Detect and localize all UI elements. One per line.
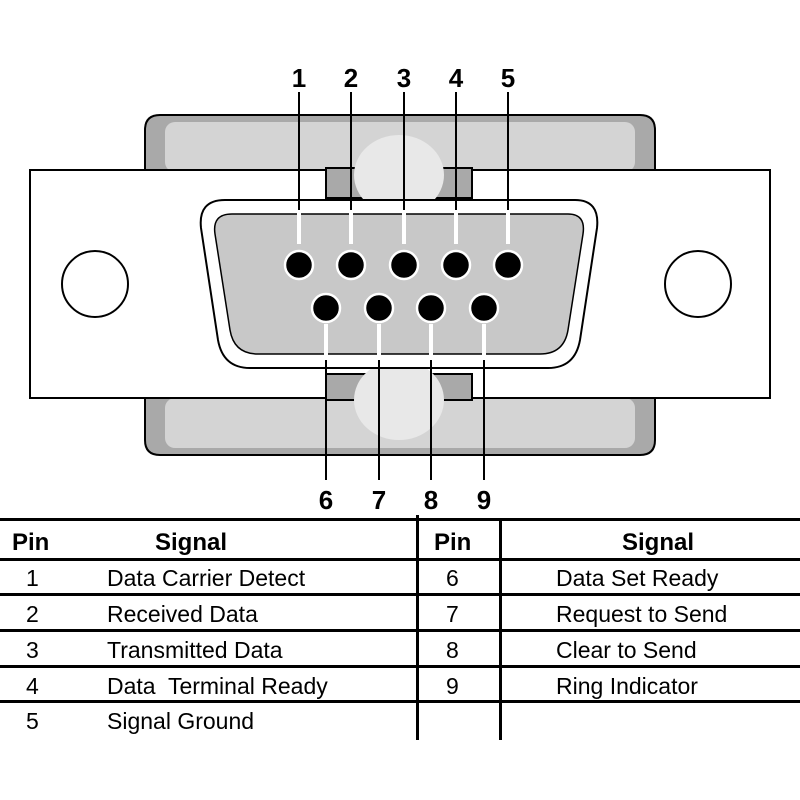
bottom-pin-row: [310, 292, 500, 324]
pin-1-contact: [283, 249, 315, 281]
db9-connector-diagram: 1 2 3 4 5 6 7 8 9: [29, 63, 771, 515]
pin-6-contact: [310, 292, 342, 324]
header-pin-right: Pin: [434, 529, 472, 556]
right-pin-7: 7: [446, 601, 459, 627]
header-signal-right: Signal: [622, 529, 695, 556]
top-leader-lines: [298, 92, 509, 212]
notch-shine-top: [354, 135, 444, 215]
left-signal-2: Received Data: [107, 601, 258, 627]
table-rule-row3: [0, 665, 800, 668]
pin-number-4: 4: [449, 63, 464, 93]
header-pin-left: Pin: [12, 529, 50, 556]
pin-7-contact: [363, 292, 395, 324]
table-rule-header: [0, 558, 800, 561]
left-signal-3: Transmitted Data: [107, 637, 283, 663]
pin-3-contact: [388, 249, 420, 281]
bottom-leader-gaps: [324, 324, 486, 366]
header-signal-left: Signal: [155, 529, 228, 556]
notch-shine-bottom: [354, 360, 444, 440]
mounting-hole-right: [664, 250, 732, 318]
left-pin-5: 5: [26, 708, 39, 734]
right-signal-9: Ring Indicator: [556, 673, 698, 699]
left-pin-4: 4: [26, 673, 39, 699]
left-signal-4: Data Terminal Ready: [107, 673, 328, 699]
d-shell-inner: [213, 213, 585, 355]
mounting-hole-left: [61, 250, 129, 318]
right-pin-6: 6: [446, 565, 459, 591]
pin-8-contact: [415, 292, 447, 324]
table-divider-center: [416, 515, 419, 740]
pin-signal-table: Pin Signal Pin Signal 1 Data Carrier Det…: [0, 515, 800, 740]
left-signal-5: Signal Ground: [107, 708, 255, 734]
pin-4-contact: [440, 249, 472, 281]
top-leader-gaps: [297, 210, 510, 244]
table-divider-right: [499, 518, 502, 740]
right-signal-7: Request to Send: [556, 601, 728, 627]
table-rule-row2: [0, 629, 800, 632]
pin-2-contact: [335, 249, 367, 281]
pin-number-7: 7: [372, 485, 386, 515]
table-rule-row1: [0, 593, 800, 596]
right-pin-9: 9: [446, 673, 459, 699]
bottom-leader-lines: [325, 360, 485, 480]
pin-number-3: 3: [397, 63, 411, 93]
pin-number-2: 2: [344, 63, 358, 93]
right-signal-8: Clear to Send: [556, 637, 697, 663]
pin-9-contact: [468, 292, 500, 324]
pin-number-6: 6: [319, 485, 333, 515]
right-signal-6: Data Set Ready: [556, 565, 719, 591]
left-pin-3: 3: [26, 637, 39, 663]
left-pin-2: 2: [26, 601, 39, 627]
top-pin-row: [283, 249, 524, 281]
table-rule-top: [0, 518, 800, 521]
pin-number-5: 5: [501, 63, 515, 93]
pin-number-8: 8: [424, 485, 438, 515]
left-pin-1: 1: [26, 565, 39, 591]
pin-5-contact: [492, 249, 524, 281]
table-rule-row4: [0, 700, 800, 703]
right-pin-8: 8: [446, 637, 459, 663]
pin-number-1: 1: [292, 63, 306, 93]
left-signal-1: Data Carrier Detect: [107, 565, 306, 591]
pin-number-9: 9: [477, 485, 491, 515]
